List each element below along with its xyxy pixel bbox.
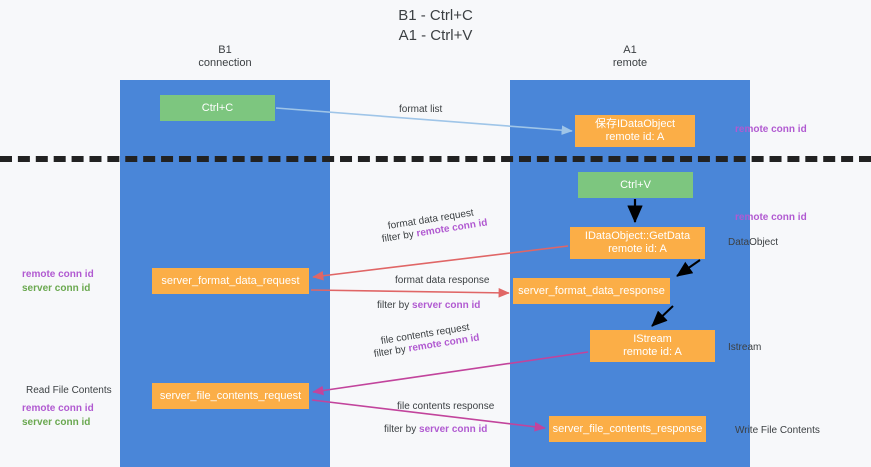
lane-header-a1-sub: remote xyxy=(612,57,648,69)
box-server-format-data-request[interactable]: server_format_data_request xyxy=(152,268,309,294)
edge-label-file-contents-request-filter-prefix: filter by xyxy=(373,343,410,360)
box-istream[interactable]: IStream remote id: A xyxy=(590,330,715,362)
page-title: B1 - Ctrl+C A1 - Ctrl+V xyxy=(0,6,871,46)
edge-label-format-list: format list xyxy=(399,104,443,115)
side-label-left-server-conn-id: server conn id xyxy=(22,283,91,294)
box-idataobject-getdata-line2: remote id: A xyxy=(608,243,667,255)
side-label-left-server-conn-id-2: server conn id xyxy=(22,417,91,428)
edge-label-format-data-response-filter: filter by server conn id xyxy=(377,299,480,312)
side-label-read-file-contents: Read File Contents xyxy=(26,384,112,398)
side-label-remote-conn-id-top: remote conn id xyxy=(735,123,807,137)
box-server-file-contents-request[interactable]: server_file_contents_request xyxy=(152,383,309,409)
title-line-1: B1 - Ctrl+C xyxy=(398,7,473,24)
lane-header-b1-name: B1 xyxy=(218,44,232,56)
box-server-format-data-request-label: server_format_data_request xyxy=(161,274,300,287)
side-label-read-file-contents-text: Read File Contents xyxy=(26,385,112,396)
side-label-write-file-contents-text: Write File Contents xyxy=(735,425,820,436)
box-idataobject-getdata-line1: IDataObject::GetData xyxy=(584,230,691,242)
box-server-format-data-response-label: server_format_data_response xyxy=(518,284,665,297)
edge-label-file-contents-response: file contents response xyxy=(397,401,495,412)
side-label-left-remote-conn-id-2: remote conn id xyxy=(22,403,94,414)
box-save-idataobject-line2: remote id: A xyxy=(605,131,665,143)
lane-header-a1-name: A1 xyxy=(623,44,637,56)
side-label-write-file-contents: Write File Contents xyxy=(735,424,820,438)
side-label-left-remote-conn-id: remote conn id xyxy=(22,269,94,280)
box-server-file-contents-request-label: server_file_contents_request xyxy=(159,389,302,402)
side-label-dataobject-text: DataObject xyxy=(728,237,779,248)
phase-divider xyxy=(0,156,871,162)
edge-label-file-contents-response-filter-prefix: filter by xyxy=(384,424,420,435)
side-label-istream: Istream xyxy=(728,341,761,355)
side-label-left-conn-ids-2: remote conn id server conn id xyxy=(22,402,94,430)
edge-label-file-contents-response-filter: filter by server conn id xyxy=(384,423,487,436)
arrow-format-data-response xyxy=(310,288,510,298)
lane-header-b1-sub: connection xyxy=(198,57,252,69)
box-istream-line2: remote id: A xyxy=(623,346,682,358)
edge-label-format-data-response-filter-key: server conn id xyxy=(412,300,481,311)
box-server-file-contents-response-label: server_file_contents_response xyxy=(552,422,703,435)
title-line-2: A1 - Ctrl+V xyxy=(398,27,473,44)
side-label-remote-conn-id-mid: remote conn id xyxy=(735,211,807,225)
box-ctrl-c-label: Ctrl+C xyxy=(201,101,234,114)
box-save-idataobject[interactable]: 保存IDataObject remote id: A xyxy=(575,115,695,147)
edge-label-format-data-response: format data response xyxy=(395,275,490,286)
side-label-istream-text: Istream xyxy=(728,342,762,353)
box-idataobject-getdata[interactable]: IDataObject::GetData remote id: A xyxy=(570,227,705,259)
edge-label-file-contents-response-filter-key: server conn id xyxy=(419,424,488,435)
box-server-file-contents-response[interactable]: server_file_contents_response xyxy=(549,416,706,442)
edge-label-format-data-response-filter-prefix: filter by xyxy=(377,300,413,311)
lane-header-b1: B1 connection xyxy=(120,44,330,70)
side-label-remote-conn-id-top-text: remote conn id xyxy=(735,124,807,135)
box-istream-line1: IStream xyxy=(633,333,672,345)
side-label-left-conn-ids: remote conn id server conn id xyxy=(22,268,94,296)
box-ctrl-v[interactable]: Ctrl+V xyxy=(578,172,693,198)
box-ctrl-v-label: Ctrl+V xyxy=(620,178,651,191)
edge-label-format-data-request-filter-prefix: filter by xyxy=(381,228,418,245)
box-ctrl-c[interactable]: Ctrl+C xyxy=(160,95,275,121)
box-server-format-data-response[interactable]: server_format_data_response xyxy=(513,278,670,304)
box-save-idataobject-line1: 保存IDataObject xyxy=(594,118,676,130)
side-label-dataobject: DataObject xyxy=(728,236,778,250)
lane-header-a1: A1 remote xyxy=(510,44,750,70)
side-label-remote-conn-id-mid-text: remote conn id xyxy=(735,212,807,223)
